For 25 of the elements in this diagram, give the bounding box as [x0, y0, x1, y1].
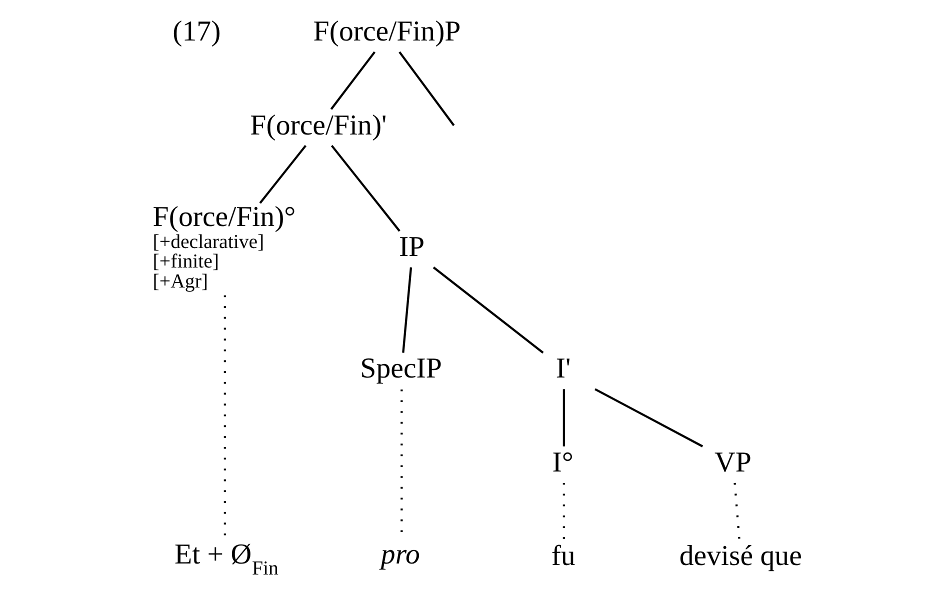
connector	[594, 388, 703, 448]
node-text: IP	[398, 230, 424, 263]
connector	[258, 144, 306, 204]
node-text: fu	[550, 540, 575, 572]
connector	[330, 144, 400, 232]
connector	[330, 51, 376, 110]
node-label: [+finite]	[152, 250, 219, 273]
connector	[733, 482, 740, 540]
node-text: F(orce/Fin)'	[250, 109, 386, 142]
connector	[398, 51, 454, 126]
connector	[432, 266, 544, 354]
connector	[562, 389, 565, 446]
node-label: [+declarative]	[152, 230, 264, 253]
label: (17)	[172, 15, 220, 48]
node-label: [+Agr]	[152, 270, 208, 293]
node-text: Et + Ø$_{Fin}$	[174, 538, 278, 580]
node-text: pro	[380, 538, 420, 570]
node-text: F(orce/Fin)°	[152, 201, 296, 234]
node-text: F(orce/Fin)P	[312, 15, 460, 48]
connector	[402, 267, 412, 353]
node-text: devisé que	[678, 540, 802, 572]
node-text: SpecIP	[360, 352, 442, 385]
node-text: I'	[555, 352, 570, 385]
node-text: VP	[714, 446, 751, 478]
node-text: I°	[552, 446, 573, 478]
